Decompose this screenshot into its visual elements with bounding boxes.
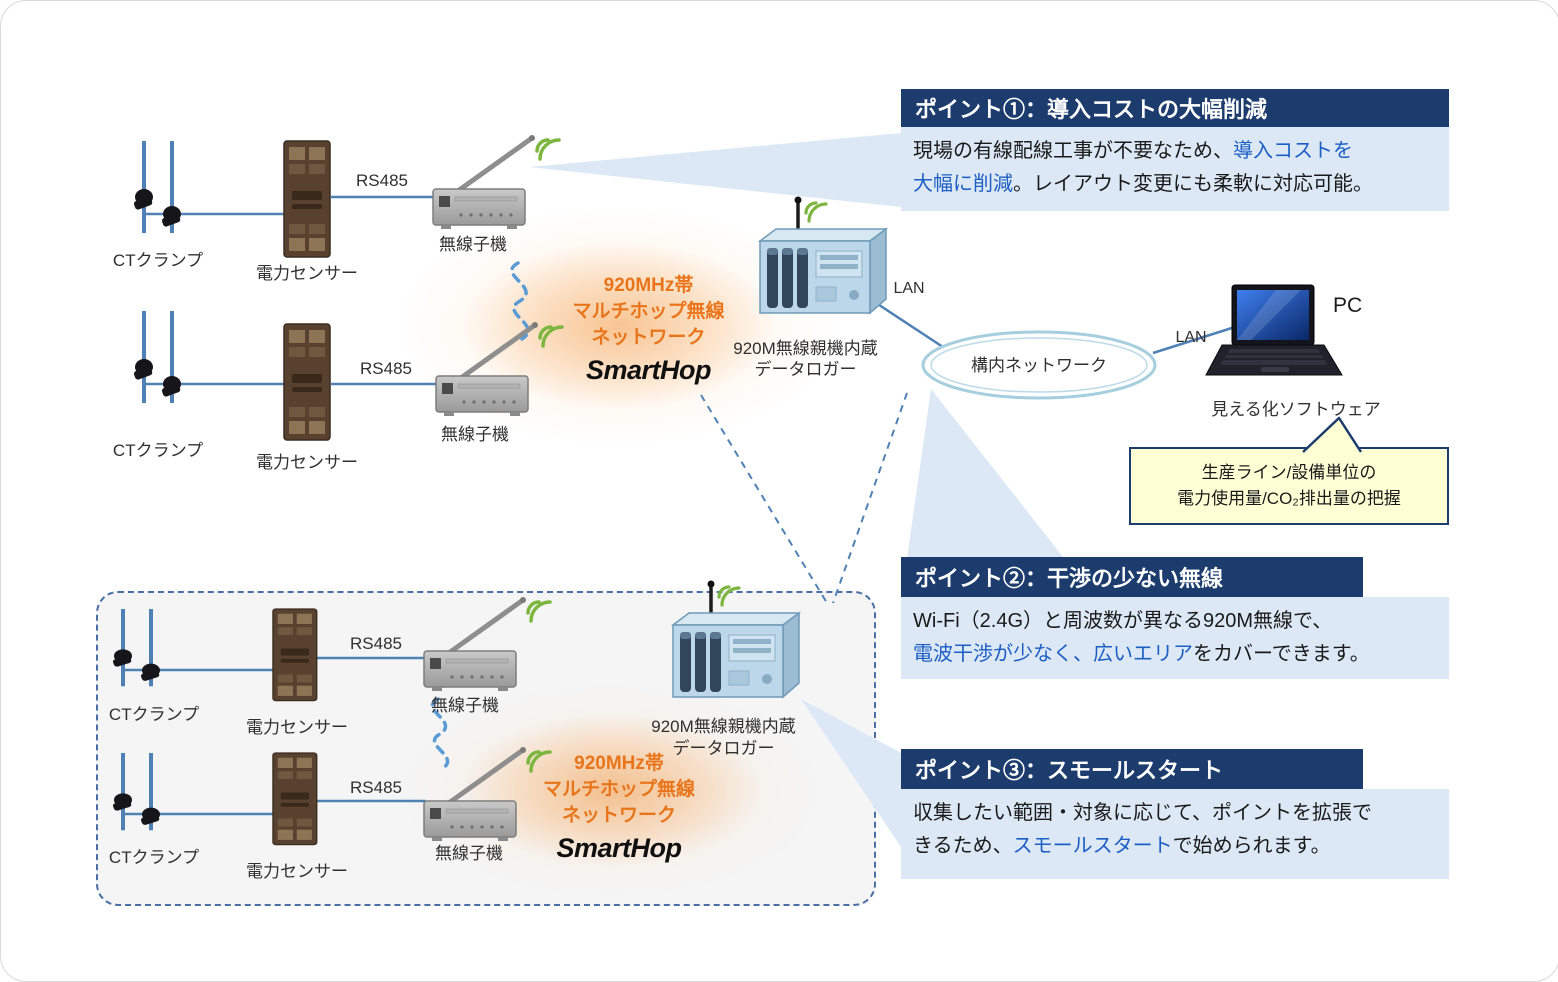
smarthop-logo: SmartHop	[585, 355, 712, 385]
data-logger-icon-b	[671, 578, 801, 699]
multihop-squiggles	[430, 261, 530, 771]
network-word-label: ネットワーク	[591, 327, 706, 348]
power-sensor-icon-c	[272, 608, 318, 702]
data-logger-icon-a	[758, 194, 888, 315]
ct-clamp-label-a: CTクランプ	[112, 251, 204, 270]
logger-label-line1-b: 920M無線親機内蔵	[651, 717, 796, 736]
premises-network-ellipse	[921, 330, 1157, 400]
multihop-label: マルチホップ無線	[542, 779, 695, 800]
logger-label-line1-a: 920M無線親機内蔵	[733, 339, 878, 358]
power-sensor-label-d: 電力センサー	[246, 862, 348, 881]
multihop-squiggle-top	[510, 261, 530, 341]
power-sensor-icon-a	[283, 140, 331, 258]
wireless-child-icon-a	[433, 135, 559, 229]
pc-label: PC	[1333, 294, 1363, 317]
wireless-child-label-a: 無線子機	[439, 235, 507, 254]
power-sensor-label-a: 電力センサー	[256, 264, 358, 283]
smarthop-network-top: 920MHz帯 マルチホップ無線 ネットワーク SmartHop	[541, 273, 756, 386]
power-sensor-icon-b	[283, 323, 331, 441]
premises-network-label: 構内ネットワーク	[971, 356, 1107, 375]
ct-clamp-icon-b	[133, 311, 182, 403]
lan-line-pc	[1152, 325, 1236, 355]
ct-clamp-icon-a	[133, 141, 182, 233]
note-line1: 生産ライン/設備単位の	[1201, 462, 1377, 482]
point3-body: 収集したい範囲・対象に応じて、ポイントを拡張できるため、スモールスタートで始めら…	[901, 789, 1449, 879]
note-box: 生産ライン/設備単位の 電力使用量/CO₂排出量の把握	[1129, 447, 1449, 525]
funnel-point2	[901, 389, 1063, 601]
ct-clamp-label-b: CTクランプ	[112, 441, 204, 460]
point1-header: ポイント①：導入コストの大幅削減	[901, 89, 1449, 127]
network-word-label: ネットワーク	[561, 805, 676, 826]
ct-clamp-label-c: CTクランプ	[108, 705, 200, 724]
funnel-point1	[529, 133, 901, 207]
power-sensor-label-b: 電力センサー	[256, 453, 358, 472]
rs485-label-b: RS485	[360, 359, 412, 378]
wireless-child-icon-c	[424, 597, 550, 691]
rs485-label-d: RS485	[350, 778, 402, 797]
power-sensor-icon-d	[272, 752, 318, 846]
lan-label-logger: LAN	[893, 280, 925, 297]
smarthop-network-bottom: 920MHz帯 マルチホップ無線 ネットワーク SmartHop	[513, 751, 725, 864]
point2-body: Wi-Fi（2.4G）と周波数が異なる920M無線で、電波干渉が少なく、広いエリ…	[901, 597, 1449, 679]
ct-clamp-icon-d	[112, 753, 161, 831]
rs485-label-c: RS485	[350, 634, 402, 653]
multihop-label: マルチホップ無線	[572, 301, 725, 322]
rs485-label-a: RS485	[356, 171, 408, 190]
point3-header: ポイント③：スモールスタート	[901, 749, 1363, 789]
lan-label-pc: LAN	[1175, 329, 1207, 346]
band-label: 920MHz帯	[574, 753, 664, 774]
funnel-point3	[801, 699, 901, 847]
note-pointer	[1301, 415, 1363, 453]
logger-label-line2-a: データロガー	[754, 360, 857, 379]
point2-header: ポイント②：干渉の少ない無線	[901, 557, 1363, 597]
ct-clamp-label-d: CTクランプ	[108, 848, 200, 867]
wireless-child-label-b: 無線子機	[441, 425, 509, 444]
logger-label-line2-b: データロガー	[672, 739, 775, 758]
wireless-child-label-c: 無線子機	[431, 696, 499, 715]
software-label: 見える化ソフトウェア	[1211, 400, 1381, 419]
callout-funnels	[529, 133, 1063, 847]
note-line2: 電力使用量/CO₂排出量の把握	[1177, 489, 1401, 508]
smarthop-logo: SmartHop	[556, 833, 682, 863]
power-sensor-label-c: 電力センサー	[246, 718, 348, 737]
ct-clamp-icon-c	[112, 609, 161, 687]
wireless-child-label-d: 無線子機	[435, 844, 503, 863]
multihop-squiggle-bottom	[430, 697, 450, 771]
lan-line-logger	[869, 297, 950, 353]
expansion-dashed-lines	[700, 392, 908, 604]
band-label: 920MHz帯	[603, 275, 694, 296]
point1-body: 現場の有線配線工事が不要なため、導入コストを大幅に削減。レイアウト変更にも柔軟に…	[901, 127, 1449, 211]
